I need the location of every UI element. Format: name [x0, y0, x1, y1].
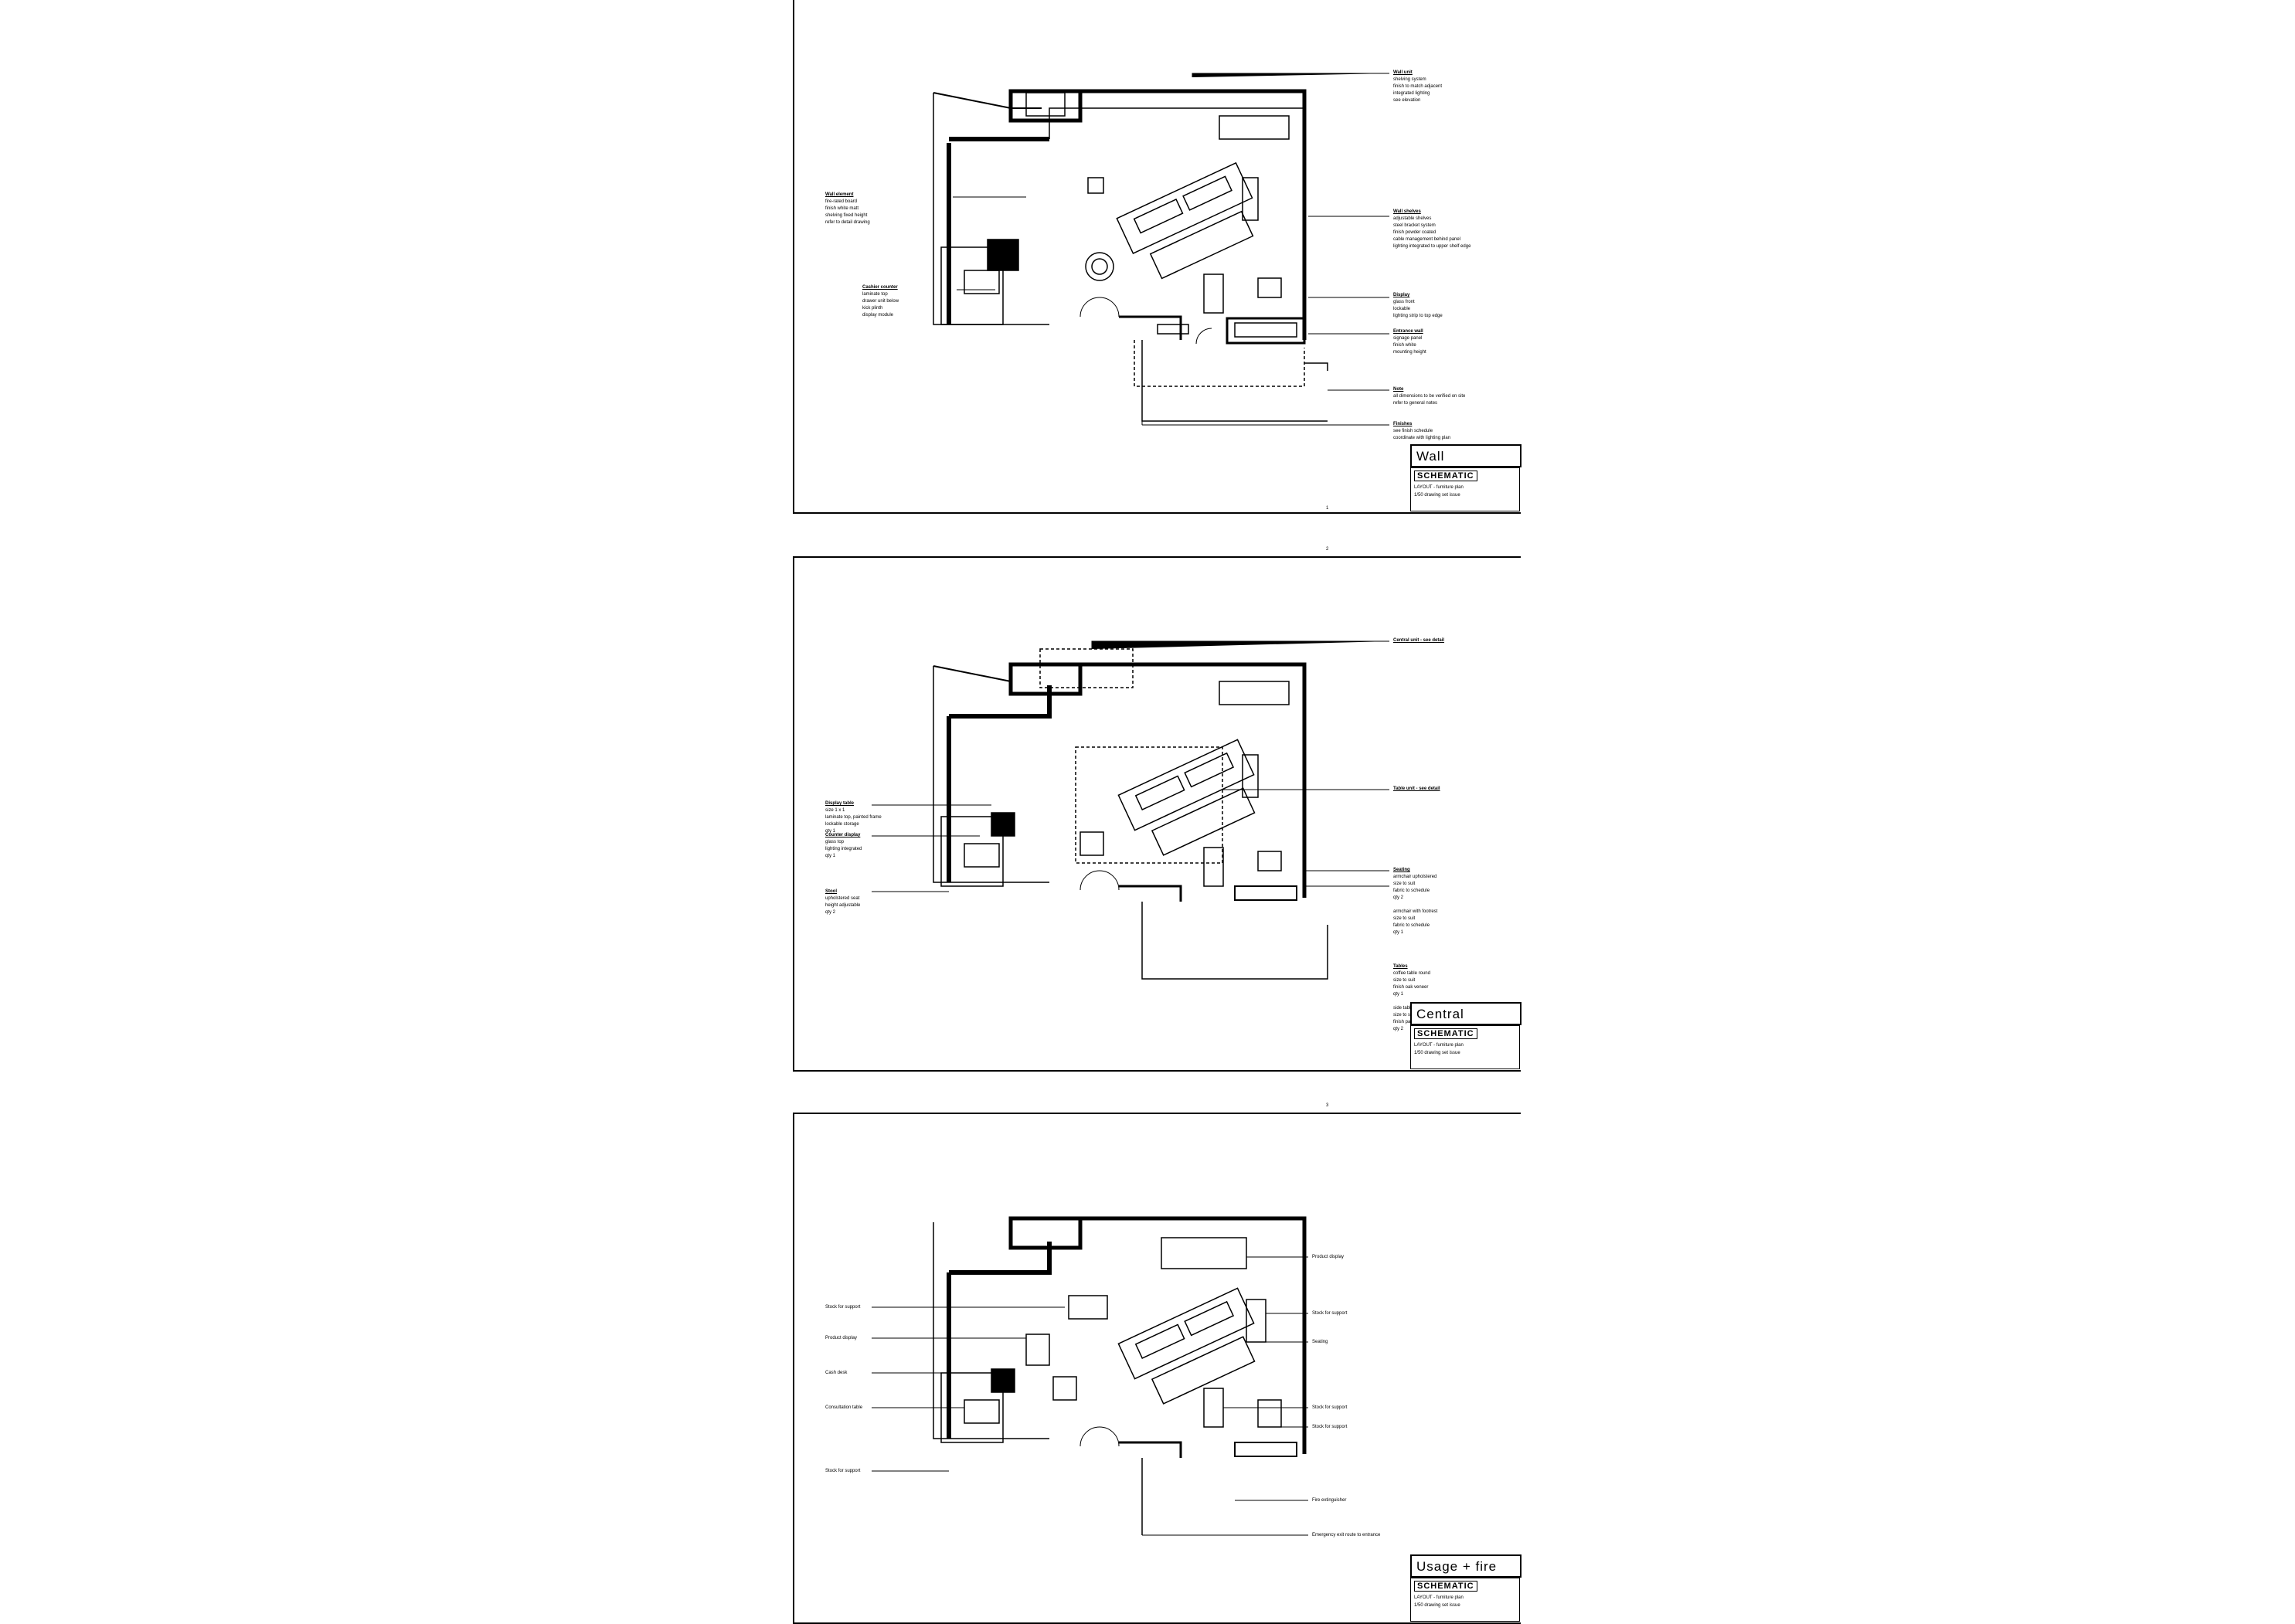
title-block: SCHEMATIC LAYOUT - furniture plan 1/50 d…	[1410, 1578, 1520, 1622]
company-logo: SCHEMATIC	[1414, 471, 1477, 481]
page-mark: 3	[1326, 1103, 1329, 1108]
floor-plan-wall	[933, 73, 1389, 426]
annotation-u-right-6: Fire extinguisher	[1312, 1498, 1347, 1503]
title-block-line1: LAYOUT - furniture plan	[1414, 1043, 1464, 1048]
title-block-line2: 1/50 drawing set issue	[1414, 1051, 1460, 1055]
sheet-title-box: Wall furniture_3D/LS	[1410, 444, 1522, 479]
sheet-title-box: Central furniture_3D/LS	[1410, 1002, 1522, 1037]
sheet-usage-plan: Stock for support Product display Cash d…	[793, 1103, 1522, 1624]
floor-plan-usage	[872, 1216, 1308, 1536]
company-logo: SCHEMATIC	[1414, 1028, 1477, 1039]
sheet-central-furniture: Central unit - see detail Table unit - s…	[793, 547, 1522, 1072]
annotation-u-right-1: Product display	[1312, 1255, 1345, 1259]
page-mark: 1	[1326, 506, 1329, 511]
title-block-line2: 1/50 drawing set issue	[1414, 493, 1460, 498]
annotation-u-right-2: Stock for support	[1312, 1311, 1348, 1316]
annotation-u-left-4: Consultation table	[825, 1405, 863, 1410]
title-block: SCHEMATIC LAYOUT - furniture plan 1/50 d…	[1410, 1025, 1520, 1069]
sheet-title-box: Usage + fire plan	[1410, 1554, 1522, 1589]
annotation-u-right-5: Stock for support	[1312, 1425, 1348, 1429]
title-block-line2: 1/50 drawing set issue	[1414, 1603, 1460, 1608]
company-logo: SCHEMATIC	[1414, 1581, 1477, 1592]
annotation-u-right-3: Seating	[1312, 1340, 1328, 1344]
annotation-u-left-5: Stock for support	[825, 1469, 861, 1473]
annotation-c-right-top: Central unit - see detail	[1393, 638, 1445, 643]
title-block-line1: LAYOUT - furniture plan	[1414, 485, 1464, 490]
annotation-u-left-1: Stock for support	[825, 1305, 861, 1310]
annotation-u-right-4: Stock for support	[1312, 1405, 1348, 1410]
page-mark: 2	[1326, 547, 1329, 552]
annotation-u-left-2: Product display	[825, 1336, 858, 1340]
title-block: SCHEMATIC LAYOUT - furniture plan 1/50 d…	[1410, 467, 1520, 511]
annotation-u-left-3: Cash desk	[825, 1371, 848, 1375]
annotation-c-right-mid: Table unit - see detail	[1393, 787, 1440, 791]
annotation-u-right-7: Emergency exit route to entrance	[1312, 1533, 1381, 1537]
title-block-line1: LAYOUT - furniture plan	[1414, 1595, 1464, 1600]
floor-plan-central	[872, 640, 1389, 980]
